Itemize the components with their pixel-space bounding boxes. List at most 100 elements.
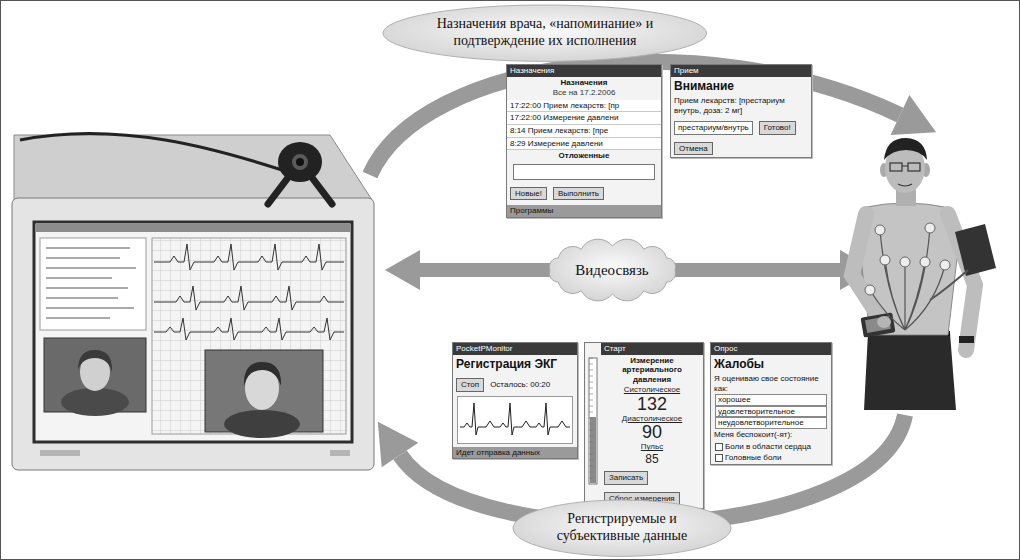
reading-label: Пульс [601, 442, 703, 452]
list-row: 17:22:00 Прием лекарств: [пр [507, 100, 661, 113]
patient-figure-part [880, 255, 890, 265]
computer-monitor-part [36, 224, 350, 232]
gauge-tick [589, 412, 593, 413]
screen-text: Все на 17.2.2006 [507, 88, 661, 100]
flow-arrows-part [378, 422, 419, 468]
label-block: Назначения врача, «напоминание» и подтве… [430, 16, 660, 50]
ellipse-outline [383, 5, 707, 61]
screen-heading: Измерение артериального давления [601, 355, 703, 386]
pressure-gauge [587, 357, 599, 485]
ellipse-label: Регистрируемые и субъективные данные [511, 498, 733, 558]
gauge-tick [589, 364, 593, 365]
gauge-tick [589, 424, 593, 425]
title-bar: Старт [601, 343, 703, 355]
status-bar: Идет отправка данных [453, 447, 577, 459]
button-label: Стоп [456, 378, 484, 392]
list-item: неудовлетворительное [715, 417, 827, 429]
pda-screen: НазначенияНазначенияВсе на 17.2.200617:2… [506, 64, 662, 218]
computer-monitor-part [61, 388, 129, 416]
button-label: Записать [604, 471, 648, 485]
list-row: 8:14 Прием лекарств: [пре [507, 125, 661, 138]
webcam [20, 133, 332, 204]
screen-heading: Отложенные [507, 150, 661, 162]
caption-text: Назначения врача, «напоминание» и подтве… [430, 16, 660, 50]
list-item: хорошее [715, 394, 827, 406]
computer-monitor [12, 135, 374, 470]
gauge-tick [589, 358, 593, 359]
computer-monitor-part [46, 248, 136, 318]
flow-arrows [370, 62, 936, 524]
webcam-part [20, 133, 282, 170]
cloud-label: Видеосвязь [541, 237, 684, 303]
computer-monitor-part [40, 450, 80, 456]
patient-figure-part [940, 260, 950, 270]
gauge-tick [589, 400, 593, 401]
null-part-part [865, 316, 891, 333]
pda-screen: ПриемВниманиеПрием лекарств: [престариум… [670, 64, 812, 158]
ecg-line [460, 403, 570, 435]
patient-figure-part [865, 285, 875, 295]
computer-monitor-part [40, 238, 146, 330]
pda-screen: ОпросЖалобыЯ оцениваю свое состояние как… [710, 342, 832, 465]
button-label: Готово! [759, 121, 796, 135]
computer-monitor-part [224, 410, 300, 438]
gauge-tick [589, 448, 593, 449]
gauge-tick [589, 436, 593, 437]
screen-heading: Назначения [507, 77, 661, 89]
patient-figure-part [864, 333, 956, 410]
computer-monitor-part [12, 198, 374, 470]
screen-text: Меня беспокоит(-ят): [711, 429, 831, 441]
gauge-tick [589, 472, 593, 473]
ellipse-label: Назначения врача, «напоминание» и подтве… [381, 3, 709, 63]
reading-value: 90 [601, 423, 703, 442]
button-label: Выполнить [553, 187, 604, 201]
gauge-tick [589, 388, 593, 389]
patient-figure-part [920, 257, 930, 267]
title-bar: Назначения [507, 65, 661, 77]
title-bar: PocketPMonitor [453, 343, 577, 355]
button-label: Новые! [510, 187, 547, 201]
computer-monitor-part [244, 362, 281, 386]
computer-monitor-part [154, 244, 344, 270]
gauge-tick [589, 466, 593, 467]
screen-text: Я оцениваю свое состояние как: [711, 373, 831, 394]
screen-heading: Внимание [671, 77, 811, 95]
gauge-tick [589, 406, 593, 407]
list-row: 17:22:00 Измерение давлени [507, 112, 661, 125]
flow-arrows-part [891, 95, 937, 135]
webcam-part [278, 142, 322, 182]
patient-figure-part [884, 138, 927, 160]
patient-figure-part [930, 270, 968, 300]
computer-monitor-part [152, 238, 346, 434]
screen-heading: Регистрация ЭКГ [453, 355, 577, 373]
patient-figure-part [900, 257, 910, 267]
title-bar: Опрос [711, 343, 831, 355]
webcam-part [292, 154, 308, 170]
pda-screen: PocketPMonitorРегистрация ЭКГСтопОсталос… [452, 342, 578, 459]
patient-figure-part [955, 224, 996, 276]
button-label: Отмена [674, 142, 713, 156]
patient-figure-part [890, 163, 902, 171]
screen-heading: Жалобы [711, 355, 831, 373]
computer-monitor-part [154, 286, 344, 310]
patient-figure-part [925, 223, 935, 233]
patient-figure-part [877, 316, 891, 328]
computer-monitor-part [330, 450, 350, 456]
status-bar: Программы [507, 205, 661, 217]
computer-monitor-part [34, 222, 352, 442]
gauge-level [590, 417, 596, 483]
patient-figure-part [908, 163, 920, 171]
cloud-outline [549, 239, 675, 301]
gauge-tick [589, 430, 593, 431]
patient-figure-part [898, 166, 912, 186]
reading-label: Систолическое [601, 385, 703, 395]
reading-value: 132 [601, 395, 703, 414]
caption-text: Видеосвязь [575, 261, 648, 279]
reading-label: Диастолическое [601, 414, 703, 424]
gauge-tick [589, 442, 593, 443]
empty-field [513, 164, 655, 180]
gauge-tick [589, 382, 593, 383]
